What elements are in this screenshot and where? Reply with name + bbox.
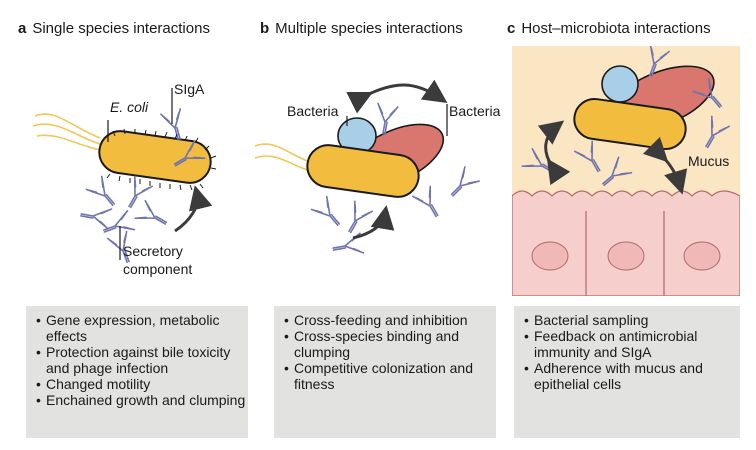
- panel-a-figure: E. coli SIgA Secretory component: [32, 81, 217, 277]
- mucus-label: Mucus: [688, 153, 729, 169]
- panel-c-title: c Host–microbiota interactions: [507, 20, 711, 37]
- bullet-item: Feedback on antimicrobial immunity and S…: [524, 328, 740, 360]
- secretory-label-line1: Secretory: [123, 243, 183, 259]
- bullet-item: Competitive colonization and fitness: [284, 360, 496, 392]
- flagella: [255, 143, 316, 173]
- sIgA-label: SIgA: [174, 81, 205, 97]
- panel-a-title: a Single species interactions: [18, 20, 210, 37]
- hair-fringe: [106, 128, 217, 191]
- bullet-item: Gene expression, metabolic effects: [36, 312, 248, 344]
- bullet-item: Bacterial sampling: [524, 312, 740, 328]
- panel-a-bullets: Gene expression, metabolic effects Prote…: [26, 306, 248, 408]
- ecoli-label: E. coli: [110, 99, 149, 115]
- bullet-item: Adherence with mucus and epithelial cell…: [524, 360, 740, 392]
- curved-arrow: [174, 185, 213, 233]
- curved-arrow: [352, 205, 395, 240]
- blue-bacterium: [601, 65, 639, 103]
- panel-c-letter: c: [507, 20, 516, 37]
- bacteria-right-label: Bacteria: [449, 103, 501, 119]
- panel-c-summary-box: Bacterial sampling Feedback on antimicro…: [514, 306, 740, 438]
- panel-b-bullets: Cross-feeding and inhibition Cross-speci…: [274, 306, 496, 392]
- bullet-item: Cross-feeding and inhibition: [284, 312, 496, 328]
- panel-c-bullets: Bacterial sampling Feedback on antimicro…: [514, 306, 740, 392]
- panel-a-summary-box: Gene expression, metabolic effects Prote…: [26, 306, 248, 438]
- bullet-item: Protection against bile toxicity and pha…: [36, 344, 248, 376]
- panel-b-letter: b: [260, 20, 270, 37]
- double-arrow-right: [642, 136, 688, 195]
- panel-c-title-text: Host–microbiota interactions: [521, 20, 711, 37]
- panel-b-title-text: Multiple species interactions: [275, 20, 463, 37]
- double-arrow-left: [537, 120, 571, 186]
- panel-a-title-text: Single species interactions: [32, 20, 210, 37]
- bacteria-left-label: Bacteria: [287, 103, 339, 119]
- yellow-rod: [306, 144, 420, 198]
- bullet-item: Changed motility: [36, 376, 248, 392]
- yellow-rod: [573, 97, 687, 151]
- secretory-label-line2: component: [123, 261, 192, 277]
- panel-c-figure: Mucus: [512, 46, 740, 296]
- bullet-item: Enchained growth and clumping: [36, 392, 248, 408]
- ecoli-rod: [98, 130, 212, 184]
- bullet-item: Cross-species binding and clumping: [284, 328, 496, 360]
- flagella: [32, 113, 102, 151]
- epithelium: [512, 190, 740, 296]
- panel-b-summary-box: Cross-feeding and inhibition Cross-speci…: [274, 306, 496, 438]
- panel-b-title: b Multiple species interactions: [260, 20, 463, 37]
- double-arrow: [346, 79, 448, 114]
- panel-a-letter: a: [18, 20, 27, 37]
- panel-b-figure: Bacteria Bacteria: [255, 79, 501, 259]
